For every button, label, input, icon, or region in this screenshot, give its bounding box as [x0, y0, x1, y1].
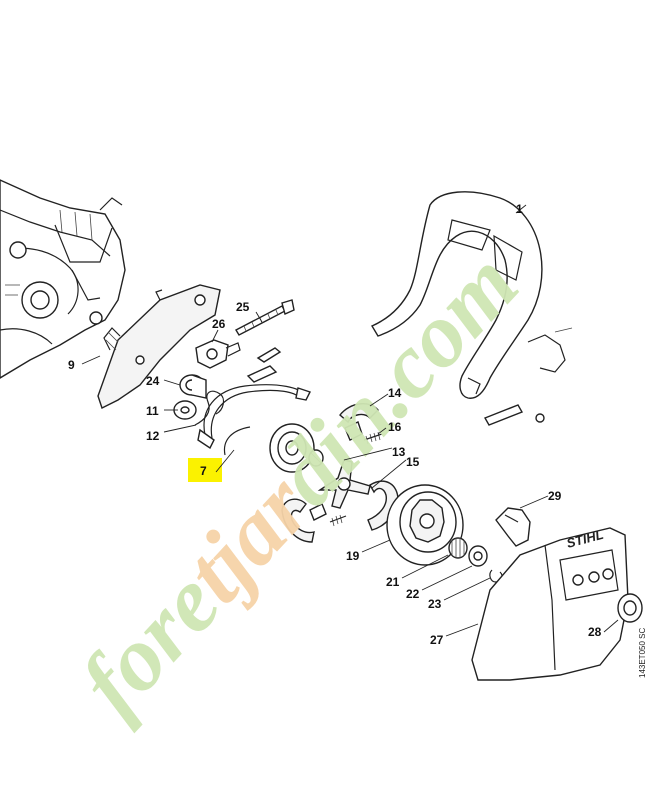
clutch-plate	[269, 423, 324, 473]
callout-22: 22	[406, 587, 420, 601]
watermark-text: foretjardin.com	[60, 232, 537, 733]
part-15-clutch-carrier	[317, 459, 371, 509]
hand-guard-hardware	[483, 327, 573, 426]
callout-9: 9	[68, 358, 75, 372]
part-29-brake-lever	[495, 507, 531, 547]
callout-23: 23	[428, 597, 442, 611]
engine-housing	[0, 179, 126, 379]
part-27-sprocket-cover: STIHL	[471, 527, 629, 681]
callout-19: 19	[346, 549, 360, 563]
part-14-clutch-shoe	[339, 403, 379, 441]
part-12-spring-clip	[194, 390, 225, 426]
callout-25: 25	[236, 300, 250, 314]
callout-29: 29	[548, 489, 562, 503]
callout-7: 7	[200, 464, 207, 478]
callout-13: 13	[392, 445, 406, 459]
callout-26: 26	[212, 317, 226, 331]
callout-14: 14	[388, 386, 402, 400]
callout-12: 12	[146, 429, 160, 443]
part-22-washer	[468, 545, 488, 567]
clutch-shoe-right	[367, 480, 399, 531]
brake-link	[246, 347, 282, 383]
clutch-shoe-left	[281, 498, 347, 543]
drawing-code: 143ET050 SC	[638, 628, 647, 678]
part-19-clutch-drum	[386, 484, 464, 566]
leader-lines	[81, 204, 619, 637]
callout-15: 15	[406, 455, 420, 469]
callout-16: 16	[388, 420, 402, 434]
highlight-box-7	[188, 458, 222, 482]
part-11-bushing	[173, 400, 197, 420]
callout-21: 21	[386, 575, 400, 589]
callout-labels: 1 9 11 12 13 14 15 16 19 21 22 23 24 25 …	[68, 202, 602, 647]
side-plate	[97, 284, 221, 409]
callout-11: 11	[146, 404, 159, 418]
part-1-hand-guard	[370, 191, 543, 399]
watermark: foretjardin.com	[60, 232, 537, 733]
part-21-needle-cage	[448, 537, 468, 559]
part-7-brake-band	[197, 384, 311, 456]
part-24-bushing	[179, 374, 207, 399]
callout-27: 27	[430, 633, 444, 647]
part-25-bolt	[235, 299, 295, 336]
watermark-text-green-suffix: din.com	[255, 232, 537, 524]
part-16-spring	[363, 431, 383, 445]
callout-24: 24	[146, 374, 160, 388]
part-26-clamp	[195, 339, 241, 369]
callout-28: 28	[588, 625, 602, 639]
callout-1: 1	[516, 202, 523, 216]
part-28-nut	[617, 593, 643, 623]
